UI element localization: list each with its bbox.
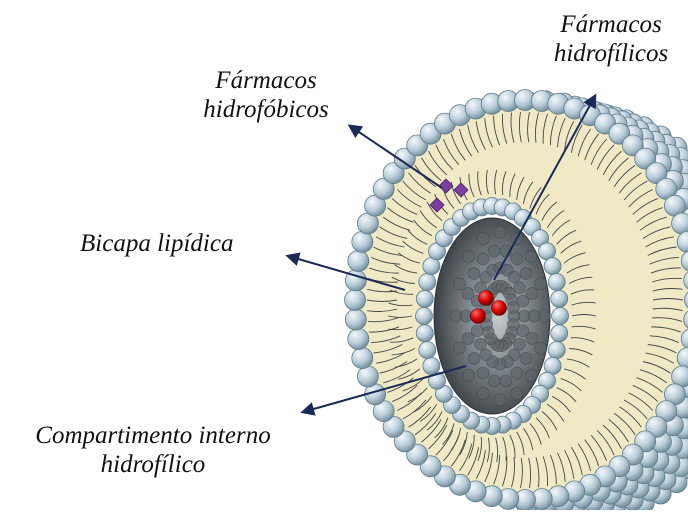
label-inner-compartment: Compartimento interno hidrofílico — [12, 421, 294, 479]
label-hydrophilic-drugs: Fármacos hidrofílicos — [536, 10, 686, 68]
label-hydrophobic-line1: Fármacos — [186, 66, 346, 95]
label-compartment-line2: hidrofílico — [12, 450, 294, 479]
cavity-texture — [500, 375, 512, 387]
cavity-texture — [477, 388, 489, 400]
cavity-texture — [480, 349, 492, 361]
cavity-texture — [468, 268, 480, 280]
cavity-texture — [511, 388, 523, 400]
inner-lipid-head — [419, 274, 436, 291]
cavity-texture — [477, 232, 489, 244]
cavity-texture — [477, 367, 489, 379]
outer-lipid-head — [348, 251, 369, 272]
cavity-texture — [520, 352, 532, 364]
inner-lipid-head — [416, 290, 433, 307]
cavity-texture — [494, 226, 506, 238]
cavity-texture — [453, 278, 465, 290]
cavity-texture — [508, 271, 520, 283]
cavity-texture — [535, 278, 547, 290]
outer-lipid-head — [352, 231, 373, 252]
inner-lipid-head — [551, 290, 568, 307]
label-compartment-line1: Compartimento interno — [12, 421, 294, 450]
inner-lipid-head — [419, 342, 436, 359]
cavity-texture — [488, 245, 500, 257]
label-hydrophobic-drugs: Fármacos hidrofóbicos — [186, 66, 346, 124]
cavity-texture — [511, 367, 523, 379]
inner-lipid-head — [548, 274, 565, 291]
cavity-texture — [525, 369, 537, 381]
outer-lipid-head — [352, 348, 373, 369]
outer-lipid-head — [345, 290, 366, 311]
inner-lipid-head — [544, 258, 561, 275]
hydrophilic-drug-sphere — [471, 309, 486, 324]
cavity-texture — [525, 251, 537, 263]
inner-lipid-head — [416, 308, 433, 325]
cavity-texture — [507, 302, 519, 314]
inner-lipid-head — [416, 325, 433, 342]
outer-lipid-head — [345, 309, 366, 330]
inner-lipid-head — [552, 308, 569, 325]
cavity-texture — [453, 342, 465, 354]
cavity-texture — [468, 352, 480, 364]
inner-lipid-head — [548, 342, 565, 359]
cavity-texture — [477, 253, 489, 265]
cavity-texture — [488, 375, 500, 387]
cavity-texture — [511, 253, 523, 265]
hydrophilic-drug-sphere — [492, 301, 507, 316]
cavity-texture — [535, 342, 547, 354]
cavity-texture — [463, 251, 475, 263]
outer-lipid-head — [357, 366, 378, 387]
cavity-texture — [463, 369, 475, 381]
label-hydrophobic-line2: hidrofóbicos — [186, 95, 346, 124]
liposome-body — [345, 90, 688, 511]
label-hydrophilic-line2: hidrofílicos — [536, 39, 686, 68]
outer-lipid-head — [672, 213, 688, 234]
inner-lipid-head — [423, 357, 440, 374]
label-lipid-bilayer: Bicapa lipídica — [80, 229, 233, 258]
cavity-texture — [494, 394, 506, 406]
outer-lipid-head — [348, 329, 369, 350]
hydrophilic-drug-sphere — [479, 291, 494, 306]
cavity-texture — [520, 268, 532, 280]
inner-lipid-head — [551, 325, 568, 342]
label-hydrophilic-line1: Fármacos — [536, 10, 686, 39]
